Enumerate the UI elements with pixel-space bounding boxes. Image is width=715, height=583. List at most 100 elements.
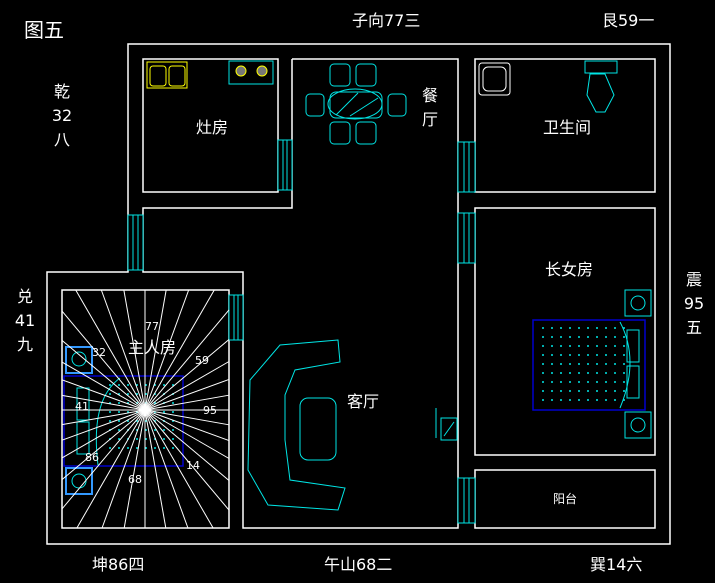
bed-dot [551,354,553,356]
room-living: 客厅 [347,392,380,411]
sunburst-line [100,289,146,411]
bed-dot [560,327,562,329]
sunburst-lines [61,289,230,529]
sunburst-line [144,339,230,411]
sunburst-line [144,361,230,411]
sunburst-line [61,409,146,510]
bed-dot [163,438,165,440]
trigram: 乾 [53,82,70,101]
bed-dot [596,390,598,392]
bed-dot [127,393,129,395]
trigram: 震 [685,270,702,289]
bed-dot [605,372,607,374]
tv [435,408,458,441]
bed-dot [587,363,589,365]
bed-dot [163,411,165,413]
bed-dot [551,381,553,383]
bed-dot [614,345,616,347]
sunburst-line [144,409,230,481]
bed-dot [578,327,580,329]
room-daughter: 长女房 [545,260,594,279]
bed-dot [136,447,138,449]
bed-dot [623,336,625,338]
dining-table-set [305,63,407,145]
bed-dot [596,381,598,383]
bed-dot [587,372,589,374]
bed-dot [605,327,607,329]
bed-dot [623,381,625,383]
sunburst-line [144,409,214,529]
bed-dot [551,390,553,392]
direction-left-mid: 兑 41 九 [13,285,37,357]
sunburst-line [144,289,190,411]
direction-top: 子向77三 [352,11,421,30]
bed-dot [596,399,598,401]
radial-number: 14 [186,459,200,472]
sunburst-line [144,409,189,529]
bed-dot [587,327,589,329]
direction-bottom-left: 坤86四 [92,555,145,574]
bed-dot [551,345,553,347]
bed-dot [154,429,156,431]
bed-dot [172,438,174,440]
master-bed [63,346,184,495]
room-master: 主人房 [128,338,177,357]
bed-dot [542,336,544,338]
sunburst-line [144,378,230,411]
drawing-title: 图五 [24,18,64,42]
bed-dot [605,345,607,347]
bed-dot [109,393,111,395]
bed-dot [569,345,571,347]
direction-bottom-mid: 午山68二 [324,555,393,574]
bed-dot [578,363,580,365]
trigram: 兑 [16,287,33,306]
doors [127,139,476,524]
bed-dot [614,381,616,383]
sunburst-line [123,289,146,411]
bed-dot [172,411,174,413]
bed-dot [109,420,111,422]
bed-dot [109,384,111,386]
sunburst-line [61,409,146,459]
sunburst-line [61,409,146,481]
bed-dot [542,354,544,356]
bed-dot [623,390,625,392]
sunburst-line [144,394,230,411]
bed-dot [542,381,544,383]
bed-dot [614,354,616,356]
bed-dot [118,438,120,440]
sunburst-line [144,409,230,426]
sunburst-line [144,409,230,511]
star: 九 [16,335,33,354]
bed-dot [560,381,562,383]
bed-dot [614,399,616,401]
direction-top-right: 艮59一 [602,11,655,30]
radial-number: 32 [92,346,106,359]
bed-dot [578,372,580,374]
bed-dot [605,363,607,365]
bed-dot [542,363,544,365]
sunburst-line [123,409,146,529]
sunburst-line [61,409,146,426]
bed-dot [109,411,111,413]
bed-dot [605,381,607,383]
bed-dot [542,399,544,401]
sunburst-line [61,379,146,411]
bed-dot [587,390,589,392]
direction-bottom-right: 巽14六 [590,555,643,574]
sunburst-line [144,409,230,442]
bed-dot [127,384,129,386]
bed-dot [578,354,580,356]
sunburst-line [76,409,146,529]
bed-dot [587,381,589,383]
bed-dot [605,354,607,356]
room-bathroom: 卫生间 [543,118,592,137]
radial-number: 41 [75,400,89,413]
bed-dot [587,345,589,347]
bed-dot [542,372,544,374]
bed-dot [109,447,111,449]
bed-dot [136,438,138,440]
bed-dot [560,363,562,365]
bed-dot [596,354,598,356]
